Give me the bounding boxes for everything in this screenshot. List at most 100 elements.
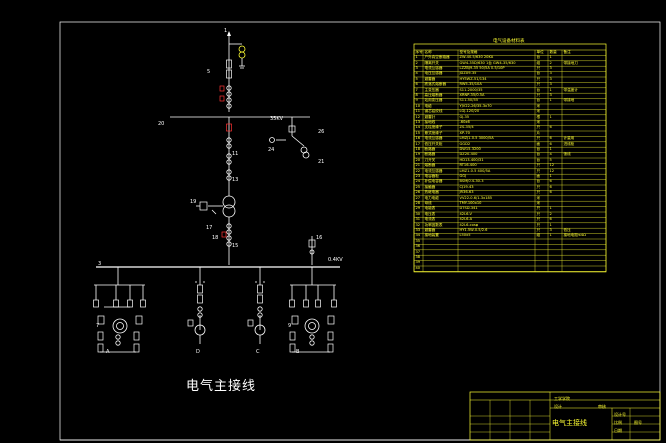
tb-field1: 设计 xyxy=(554,404,562,409)
breaker-icon xyxy=(221,231,227,238)
table-cell: 只 xyxy=(536,168,541,173)
table-cell: 面 xyxy=(536,141,541,146)
table-cell: 10 xyxy=(415,103,421,108)
ct-icon xyxy=(226,229,232,235)
table-cell: 2 xyxy=(549,211,552,216)
ct-icon xyxy=(226,153,232,159)
ground-icon xyxy=(211,209,217,215)
label-7: 7 xyxy=(96,323,100,329)
ct-icon xyxy=(226,103,232,109)
table-cell: 组 xyxy=(536,233,541,238)
table-cell: 39 xyxy=(415,260,421,265)
table-cell: 馈线 xyxy=(563,152,571,157)
table-cell: 带温度计 xyxy=(563,87,578,92)
label-18: 18 xyxy=(212,235,219,241)
table-cell: 避雷器 xyxy=(424,76,436,81)
table-cell: 只 xyxy=(536,125,541,130)
table-cell: 1 xyxy=(549,147,552,151)
table-cell: GJ-35 xyxy=(459,114,470,119)
fuse-icon xyxy=(247,319,254,327)
table-cell: -60x6 xyxy=(459,120,470,124)
table-cell: 14 xyxy=(415,125,421,130)
label-d: D xyxy=(196,349,200,355)
bus-35kv-label: 35KV xyxy=(270,116,284,122)
table-cell: 支柱绝缘子 xyxy=(424,125,443,130)
table-cell: 接触器 xyxy=(424,184,436,189)
table-cell: 跌落式熔断器 xyxy=(424,82,447,87)
table-cell: 面 xyxy=(536,174,541,178)
table-cell: VV22-0.6/1-3x185 xyxy=(459,195,493,200)
table-cell: 只 xyxy=(536,93,541,97)
label-1: 1 xyxy=(224,28,228,34)
table-cell: S11-50/35 xyxy=(459,98,479,103)
main-transformer-icon xyxy=(222,204,236,218)
table-cell: 22 xyxy=(415,168,421,173)
table-cell: 9 xyxy=(415,98,418,103)
table-cell: 只 xyxy=(536,163,541,168)
fuse-icon xyxy=(93,299,99,308)
label-a: A xyxy=(106,349,110,355)
table-cell: 只 xyxy=(536,217,541,222)
table-cell: 4 xyxy=(549,152,552,157)
capacitor-icon xyxy=(291,315,299,325)
fuse-icon xyxy=(327,331,334,341)
table-cell: BSMJ0.4-30-3 xyxy=(459,179,484,184)
ct-icon xyxy=(226,241,232,247)
label-15: 15 xyxy=(232,243,239,249)
table-cell: 米 xyxy=(536,195,541,200)
table-cell: DTSD-341 xyxy=(459,206,478,211)
table-cell: 只 xyxy=(536,206,541,211)
fuse-icon xyxy=(289,331,296,341)
table-cell: 5 xyxy=(549,157,552,162)
tb-drawing-name: 电气主接线 xyxy=(552,419,587,427)
fuse-icon xyxy=(303,299,309,308)
tb-date: 日期 xyxy=(614,428,622,433)
tb-field3: 图号 xyxy=(634,420,642,425)
fuse-icon xyxy=(127,299,133,308)
table-cell: 只 xyxy=(536,66,541,70)
fuse-icon xyxy=(187,319,194,327)
table-cell: 15 xyxy=(415,130,421,135)
table-cell: 1 xyxy=(549,174,552,178)
table-cell: TMY-100x10 xyxy=(459,201,482,205)
table-cell: 6 xyxy=(549,125,552,130)
table-cell: XRNP-35/0.5A xyxy=(459,93,485,97)
table-cell: 19 xyxy=(415,152,421,157)
table-cell: 户外真空断路器 xyxy=(424,55,450,60)
table-cell: 6 xyxy=(415,82,418,87)
table-cell: 电容器柜 xyxy=(424,174,439,178)
table-cell: 高压熔断器 xyxy=(424,93,443,97)
table-cell: 6 xyxy=(549,136,552,141)
table-header-cell: 序号 xyxy=(415,49,423,54)
capacitor-icon xyxy=(327,315,335,325)
ct-icon xyxy=(226,223,232,229)
fuse-icon xyxy=(97,331,104,341)
table-cell: 米 xyxy=(536,103,541,108)
table-cell: 悬式绝缘子 xyxy=(424,130,443,135)
table-cell: 米 xyxy=(536,109,541,114)
disconnector-icon xyxy=(288,125,296,133)
table-header-cell: 备注 xyxy=(563,49,571,54)
table-cell: 台 xyxy=(536,152,541,157)
table-cell: HD13-400/31 xyxy=(459,157,484,162)
table-cell: 站用变压器 xyxy=(424,98,443,103)
table-cell: 2 xyxy=(415,60,418,65)
table-cell: 17 xyxy=(415,141,421,146)
fuse-icon xyxy=(331,299,337,308)
table-cell: 27 xyxy=(415,195,421,200)
table-cell: 1 xyxy=(549,87,552,92)
table-cell: 电流互感器 xyxy=(424,168,443,173)
table-cell: 42L6-cosφ xyxy=(459,222,479,227)
table-cell: 1 xyxy=(549,55,552,60)
table-cell: 避雷器 xyxy=(424,228,436,232)
label-26: 26 xyxy=(318,129,325,135)
table-cell: 1 xyxy=(549,233,552,238)
fuse-icon xyxy=(289,299,295,308)
incoming-arrow-icon xyxy=(227,31,231,36)
label-13: 13 xyxy=(232,177,239,183)
table-cell: 4 xyxy=(415,71,418,76)
table-cell: 隔离开关 xyxy=(424,60,439,65)
table-title: 电气设备材料表 xyxy=(493,39,525,44)
capacitor-bank-icon xyxy=(116,322,124,330)
table-cell: 30 xyxy=(415,211,421,216)
